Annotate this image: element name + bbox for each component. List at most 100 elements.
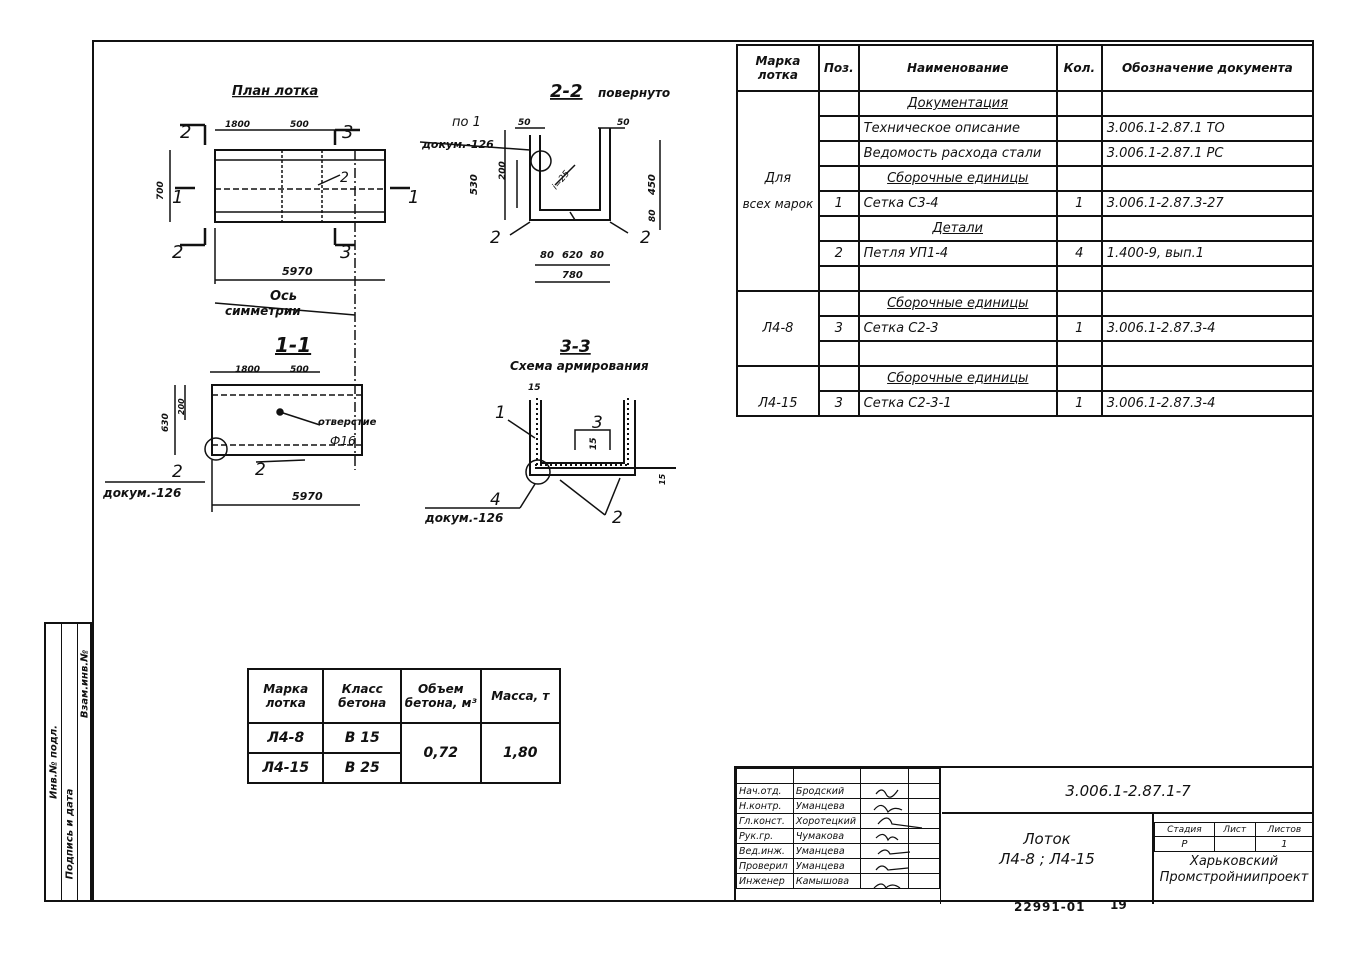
s11-mark-2-left: 2 xyxy=(172,462,183,482)
spec-cell xyxy=(736,341,820,367)
plan-mark-3-bottom: 3 xyxy=(340,242,351,263)
s33-d15: 15 xyxy=(528,383,541,393)
title-line-2: Л4-8 ; Л4-15 xyxy=(999,850,1095,868)
spec-cell xyxy=(817,290,860,317)
org-line-2: Промстройниипроект xyxy=(1159,870,1309,885)
spec-cell xyxy=(736,291,820,316)
spec-cell xyxy=(1055,365,1103,392)
signatures xyxy=(873,789,923,890)
concrete-table: Марка лотка Класс бетона Объем бетона, м… xyxy=(246,668,562,784)
s22-d450: 450 xyxy=(647,174,658,196)
s22-d780: 780 xyxy=(562,270,583,281)
plan-mark-2-bottom: 2 xyxy=(172,242,183,263)
spec-cell: Для xyxy=(736,166,820,191)
spec-cell xyxy=(736,116,820,141)
axis-label-1: Ось xyxy=(270,289,297,304)
spec-cell: 1 xyxy=(1055,315,1103,342)
drawing-frame xyxy=(92,40,1314,902)
spec-cell: 1 xyxy=(817,190,860,217)
spec-cell: 1.400-9, вып.1 xyxy=(1100,240,1315,267)
s33-mark-2: 2 xyxy=(612,508,623,528)
spec-header-name: Наименование xyxy=(857,44,1058,92)
page-number: 19 xyxy=(1110,898,1127,912)
s33-d15c: 15 xyxy=(658,473,667,485)
spec-cell xyxy=(1100,290,1315,317)
concrete-volume: 0,72 xyxy=(399,722,482,784)
org-line-1: Харьковский xyxy=(1189,854,1279,869)
s33-dok: докум.-126 xyxy=(424,511,503,525)
s22-d80b: 80 xyxy=(540,250,554,261)
side-label-sign: Подпись и дата xyxy=(64,788,76,880)
spec-cell xyxy=(1055,290,1103,317)
spec-cell: Детали xyxy=(857,215,1058,242)
archive-number: 22991-01 xyxy=(1014,900,1086,914)
signer-name: Уманцева xyxy=(792,843,862,859)
s22-d620: 620 xyxy=(562,250,583,261)
signer-role: Нач.отд. xyxy=(736,783,794,799)
signer-role: Вед.инж. xyxy=(736,843,794,859)
s11-title: 1-1 xyxy=(275,333,311,357)
spec-cell xyxy=(817,140,860,167)
table-row: Техническое описание 3.006.1-2.87.1 ТО xyxy=(736,115,1315,142)
spec-cell xyxy=(1100,90,1315,117)
s22-title: 2-2 xyxy=(550,81,583,102)
s33-d15b: 15 xyxy=(589,437,599,450)
sheets-header: Листов xyxy=(1254,822,1315,837)
s33-mark-4: 4 xyxy=(490,490,501,510)
spec-cell xyxy=(817,365,860,392)
spec-cell xyxy=(1055,340,1103,367)
spec-cell: 1 xyxy=(1055,390,1103,417)
spec-cell: 3.006.1-2.87.1 РС xyxy=(1100,140,1315,167)
sheet-value xyxy=(1213,836,1256,852)
sheet-header: Лист xyxy=(1213,822,1256,837)
spec-cell: Ведомость расхода стали xyxy=(857,140,1058,167)
table-row: Документация xyxy=(736,90,1315,117)
s22-d80: 80 xyxy=(648,209,658,222)
spec-cell xyxy=(1100,265,1315,292)
table-row: Л4-15 3 Сетка С2-3-1 1 3.006.1-2.87.3-4 xyxy=(736,390,1315,417)
table-row xyxy=(736,265,1315,292)
concrete-cell: Л4-8 xyxy=(246,722,325,754)
spec-cell xyxy=(857,265,1058,292)
spec-cell: Л4-8 xyxy=(736,316,820,341)
specification-table: Марка лотка Поз. Наименование Кол. Обозн… xyxy=(736,44,1315,417)
plan-mark-3-top: 3 xyxy=(342,122,353,143)
s11-dok: докум.-126 xyxy=(102,486,181,500)
drawing-code: 3.006.1-2.87.1-7 xyxy=(1065,782,1191,800)
spec-cell xyxy=(736,266,820,292)
spec-cell: Сборочные единицы xyxy=(857,365,1058,392)
spec-cell xyxy=(817,165,860,192)
signer-name: Чумакова xyxy=(792,828,862,844)
concrete-header-volume: Объем бетона, м³ xyxy=(399,668,482,724)
side-stamp: Инв.№ подл. Подпись и дата Взам.инв.№ xyxy=(44,622,92,902)
s22-mark-2-right: 2 xyxy=(640,228,651,248)
s22-ref-2: докум.-126 xyxy=(421,138,494,151)
spec-cell: 1 xyxy=(1055,190,1103,217)
signer-name: Уманцева xyxy=(792,858,862,874)
side-label-replace: Взам.инв.№ xyxy=(79,649,91,719)
s11-d630: 630 xyxy=(161,413,171,432)
spec-cell: 3.006.1-2.87.3-4 xyxy=(1100,315,1315,342)
spec-cell xyxy=(736,141,820,166)
s22-d530: 530 xyxy=(469,174,480,195)
plan-title: План лотка xyxy=(232,84,318,99)
spec-cell: Техническое описание xyxy=(857,115,1058,142)
signer-name: Хоротецкий xyxy=(792,813,862,829)
spec-cell: Сетка С3-4 xyxy=(857,190,1058,217)
table-row xyxy=(736,340,1315,367)
s22-d50b: 50 xyxy=(617,118,630,128)
s33-mark-3: 3 xyxy=(592,413,603,433)
s22-d50a: 50 xyxy=(518,118,531,128)
plan-mark-1-right: 1 xyxy=(408,187,419,208)
spec-cell: 3.006.1-2.87.1 ТО xyxy=(1100,115,1315,142)
signer-row: Рук.гр.Чумакова xyxy=(736,828,941,844)
spec-cell xyxy=(817,115,860,142)
spec-cell: всех марок xyxy=(736,191,820,216)
spec-cell xyxy=(736,216,820,241)
spec-header-qty: Кол. xyxy=(1055,44,1103,92)
spec-cell: 3.006.1-2.87.3-4 xyxy=(1100,390,1315,417)
title-block: Нач.отд.Бродский Н.контр.Уманцева Гл.кон… xyxy=(734,766,1315,904)
spec-cell xyxy=(817,215,860,242)
table-row: Сборочные единицы xyxy=(736,365,1315,392)
